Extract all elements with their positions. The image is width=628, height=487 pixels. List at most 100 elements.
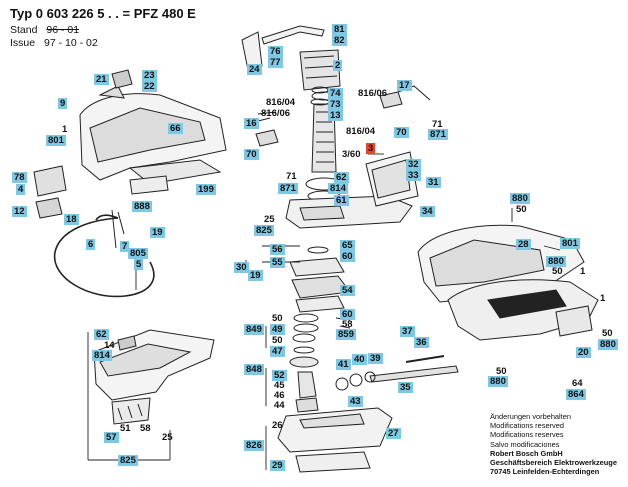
part-label: 825 — [254, 225, 274, 236]
part-label: 871 — [428, 129, 448, 140]
part-label: 71 — [286, 171, 297, 182]
part-label: 54 — [340, 285, 355, 296]
part-label: 871 — [278, 183, 298, 194]
part-label: 47 — [270, 346, 285, 357]
part-label: 849 — [244, 324, 264, 335]
gear-housing-part — [285, 151, 419, 229]
switch-part — [33, 165, 169, 219]
part-label: 880 — [510, 193, 530, 204]
note-line: Geschäftsbereich Elektrowerkzeuge — [490, 458, 617, 468]
part-label: 801 — [560, 238, 580, 249]
lower-left-housing-part — [93, 329, 215, 425]
part-label: 880 — [546, 256, 566, 267]
part-label: 5 — [134, 259, 144, 270]
issue-value: 97 - 10 - 02 — [44, 37, 98, 49]
part-label: 13 — [328, 110, 343, 121]
part-label: 60 — [340, 309, 355, 320]
part-label: 6 — [86, 239, 96, 250]
issue-row: Issue 97 - 10 - 02 — [10, 37, 98, 49]
part-label: 864 — [566, 389, 586, 400]
note-line: Modifications reserved — [490, 421, 564, 431]
left-housing-part — [79, 69, 227, 185]
stand-label: Stand — [10, 24, 38, 36]
part-label: 12 — [12, 206, 27, 217]
part-label: 44 — [274, 400, 285, 411]
part-label: 3/60 — [342, 149, 361, 160]
part-label: 71 — [432, 119, 443, 130]
part-label: 82 — [332, 35, 347, 46]
part-label: 78 — [12, 172, 27, 183]
part-label: 76 — [268, 46, 283, 57]
part-label: 801 — [46, 135, 66, 146]
part-label: 21 — [94, 74, 109, 85]
part-label: 65 — [340, 240, 355, 251]
highlighted-part-label: 3 — [366, 143, 376, 154]
part-label: 23 — [142, 70, 157, 81]
part-label: 41 — [336, 359, 351, 370]
part-label: 880 — [488, 376, 508, 387]
part-label: 31 — [426, 177, 441, 188]
part-label: 25 — [162, 432, 173, 443]
part-label: 62 — [334, 172, 349, 183]
part-label: 40 — [352, 354, 367, 365]
part-label: 62 — [94, 329, 109, 340]
part-label: 17 — [397, 80, 412, 91]
part-label: 30 — [234, 262, 249, 273]
stand-row: Stand 96 - 01 — [10, 24, 79, 36]
motor-field-part — [241, 25, 341, 91]
right-housing-part — [417, 224, 599, 341]
part-label: 60 — [340, 251, 355, 262]
part-label: 37 — [400, 326, 415, 337]
part-label: 825 — [118, 455, 138, 466]
part-label: 25 — [264, 214, 275, 225]
part-label: 9 — [58, 98, 68, 109]
part-label: 26 — [272, 420, 283, 431]
note-line: Modifications reserves — [490, 430, 564, 440]
part-label: 2 — [333, 60, 343, 71]
part-label: 22 — [142, 81, 157, 92]
part-label: 43 — [348, 396, 363, 407]
part-label: 888 — [132, 201, 152, 212]
part-label: 66 — [168, 123, 183, 134]
part-label: 848 — [244, 364, 264, 375]
part-label: 58 — [140, 423, 151, 434]
part-label: 70 — [244, 149, 259, 160]
leader-lines — [87, 153, 561, 470]
part-label: 52 — [272, 370, 287, 381]
part-label: 33 — [406, 170, 421, 181]
plunger-rod-part — [335, 355, 459, 391]
part-label: 45 — [274, 380, 285, 391]
part-label: 816/04 — [266, 97, 296, 108]
part-label: 32 — [406, 159, 421, 170]
part-label: 70 — [394, 127, 409, 138]
note-line: Salvo modificaciones — [490, 439, 560, 449]
power-cable-part — [53, 209, 155, 298]
part-label: 816/04 — [346, 126, 376, 137]
part-label: 57 — [104, 432, 119, 443]
part-label: 19 — [248, 270, 263, 281]
part-label: 14 — [104, 340, 115, 351]
part-label: 56 — [270, 244, 285, 255]
part-label: 81 — [332, 24, 347, 35]
part-label: 1 — [600, 293, 606, 304]
part-label: 51 — [120, 423, 131, 434]
part-label: 1 — [580, 266, 586, 277]
stand-value: 96 - 01 — [46, 24, 80, 36]
legal-notes: Änderungen vorbehalten Modifications res… — [490, 412, 617, 476]
part-label: 27 — [386, 428, 401, 439]
part-label: 859 — [336, 329, 356, 340]
base-plate-part — [277, 407, 393, 473]
part-label: 826 — [244, 440, 264, 451]
part-label: 50 — [552, 266, 563, 277]
part-label: 880 — [598, 339, 618, 350]
issue-label: Issue — [10, 37, 36, 49]
part-label: 816/06 — [261, 108, 291, 119]
part-label: 49 — [270, 324, 285, 335]
part-label: 58 — [342, 319, 353, 330]
part-label: 814 — [92, 350, 112, 361]
part-label: 46 — [274, 390, 285, 401]
part-label: 816/06 — [358, 88, 388, 99]
part-label: 805 — [128, 248, 148, 259]
part-label: 29 — [270, 460, 285, 471]
